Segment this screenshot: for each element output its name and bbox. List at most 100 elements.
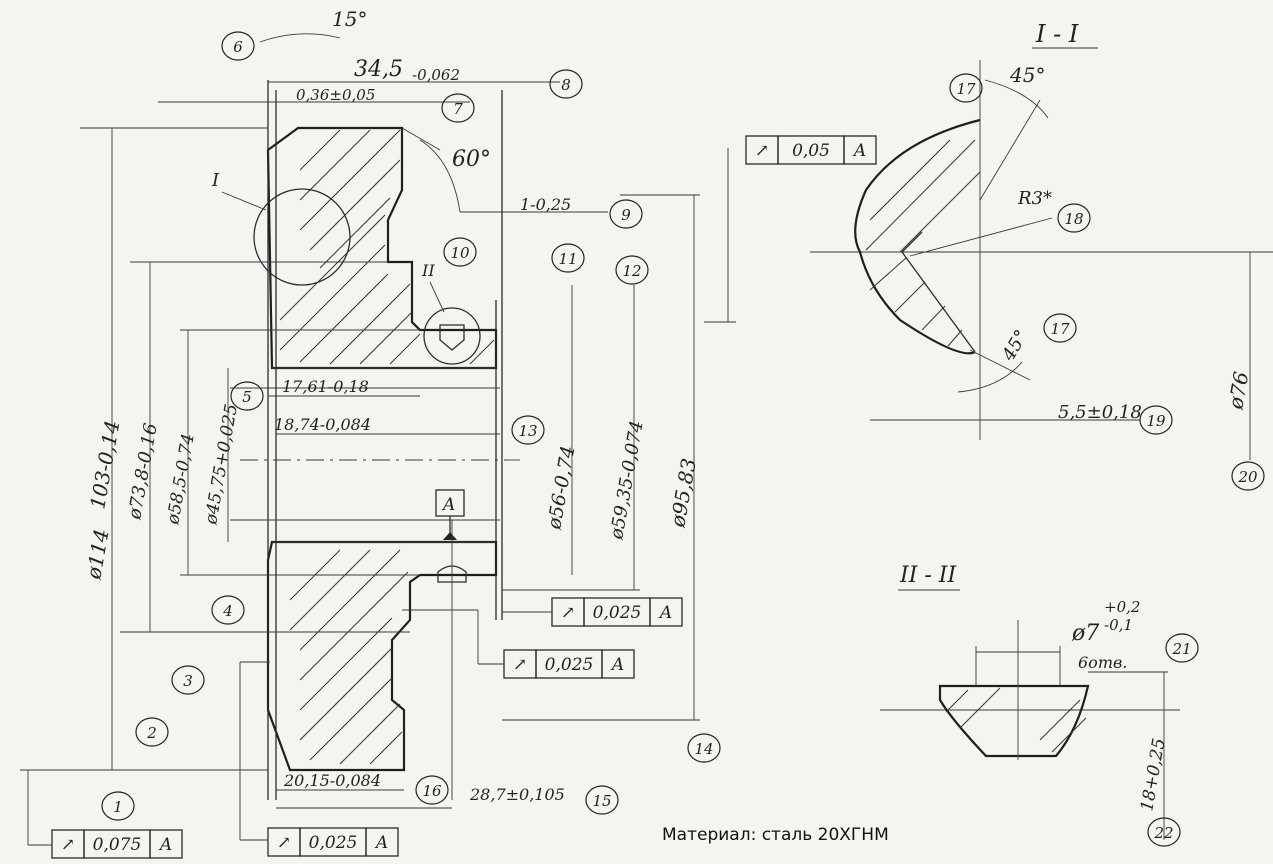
section-i-i: I - I [810,20,1273,460]
bubble-8: 8 [549,69,583,99]
tolerance-frame: ↗ 0,05 A [745,135,877,165]
bubble-number: 21 [1171,640,1191,658]
dimension-lines [20,33,736,846]
bubble-14: 14 [687,733,721,763]
bubble-number: 10 [450,244,470,262]
dim-287: 28,7±0,105 [469,785,565,804]
dim-width-345-tol: -0,062 [412,66,460,84]
bubble-number: 1 [113,798,123,816]
bubble-1: 1 [101,791,135,821]
bubble-15: 15 [585,785,619,815]
datum-ref: A [852,141,866,161]
dim-dia-114: ø114 [81,527,114,582]
bubble-number: 9 [621,206,631,224]
bubble-20: 20 [1231,461,1265,491]
runout-symbol: ↗ [755,141,769,161]
bubble-number: 20 [1237,468,1258,486]
bubble-number: 17 [1050,320,1070,338]
dim-angle-60: 60° [452,147,491,172]
dim-2015: 20,15-0,084 [283,771,381,790]
bubble-number: 5 [242,388,252,406]
datum-a: A [435,489,465,800]
bubble-5: 5 [230,381,264,411]
dim-dia-9583: ø95,83 [665,456,701,529]
bubble-number: 8 [561,76,571,94]
datum-ref: A [158,835,172,855]
bubble-18: 18 [1057,203,1091,233]
tolerance-value: 0,05 [792,141,830,161]
datum-ref: A [658,603,672,623]
bubble-number: 7 [453,100,463,118]
svg-text:I - I: I - I [1035,20,1079,48]
dim-dia-4575: ø45,75+0,025 [201,402,242,526]
dim-55: 5,5±0,18 [1058,402,1142,423]
dim-angle-45-bottom: 45° [998,326,1033,365]
callout-i-label: I [211,170,220,191]
tolerance-value: 0,075 [93,835,142,855]
dim-1874: 18,74-0,084 [274,415,371,434]
detail-circle-ii [423,307,481,365]
runout-symbol: ↗ [61,835,75,855]
part-outline [230,80,520,800]
dim-dia-103: 103-0,14 [85,419,124,511]
bubble-17: 17 [1043,313,1077,343]
bubble-number: 22 [1153,824,1173,842]
bubble-number: 4 [222,602,233,620]
tolerance-frame: ↗ 0,025 A [267,827,399,857]
tolerance-frame: ↗ 0,075 A [51,829,183,859]
svg-text:II - II: II - II [899,563,957,588]
bubble-number: 11 [558,250,577,268]
hatching-upper [279,129,495,365]
bubble-3: 3 [171,665,205,695]
section-ii-ii: II - II [880,563,1180,840]
runout-symbol: ↗ [561,603,575,623]
runout-symbol: ↗ [277,833,291,853]
dim-r3: R3* [1017,188,1052,209]
bubble-19: 19 [1139,405,1173,435]
bubble-11: 11 [551,243,585,273]
tolerance-value: 0,025 [545,655,594,675]
bubble-number: 13 [518,422,537,440]
bubble-10: 10 [443,237,477,267]
dim-18: 18+0,25 [1137,737,1170,813]
bubble-number: 3 [183,672,193,690]
bubble-6: 6 [221,31,255,61]
hatching-lower [289,549,409,765]
material-note: Материал: сталь 20ХГНМ [662,825,889,845]
dim-chamfer: 1-0,25 [520,195,571,214]
bubble-9: 9 [609,199,643,229]
bubble-number: 12 [622,262,641,280]
dim-dia-76: ø76 [1223,370,1253,412]
bubble-21: 21 [1165,633,1199,663]
detail-circle-i [253,188,351,286]
dim-width-345: 34,5 [354,57,403,82]
bubble-4: 4 [211,595,245,625]
bubble-16: 16 [415,775,449,805]
bubble-number: 17 [956,80,976,98]
bubble-number: 6 [233,38,243,56]
datum-ref: A [374,833,388,853]
bubble-number: 18 [1064,210,1083,228]
bubble-number: 14 [694,740,713,758]
bubble-2: 2 [135,717,169,747]
svg-text:A: A [441,495,455,515]
bubble-number: 2 [146,724,157,742]
dim-dia-738: ø73,8-0,16 [124,422,162,522]
dim-holes: 6отв. [1078,653,1127,672]
datum-ref: A [610,655,624,675]
dim-1761: 17,61-0,18 [282,377,369,396]
dim-dia-7: ø7 [1071,621,1099,646]
bubble-number: 15 [592,792,611,810]
bubble-7: 7 [441,93,475,123]
dim-dia-56: ø56-0,74 [543,444,579,532]
callout-ii-label: II [421,261,435,280]
runout-symbol: ↗ [513,655,527,675]
tolerance-value: 0,025 [309,833,358,853]
bubble-number: 19 [1146,412,1166,430]
dim-dia-585: ø58,5-0,74 [163,432,199,527]
bubble-17: 17 [949,73,983,103]
